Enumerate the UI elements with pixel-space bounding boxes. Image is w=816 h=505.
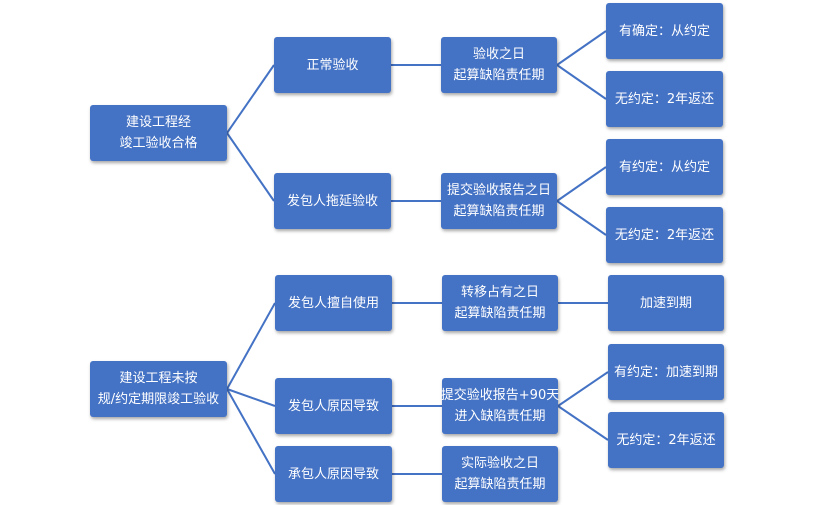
node-line: 无约定：2年返还	[616, 432, 716, 448]
node-contractor-start: 实际验收之日 起算缺陷责任期	[442, 446, 558, 502]
node-line: 发包人原因导致	[287, 398, 379, 414]
node-delayed-agreed: 有约定：从约定	[606, 139, 723, 195]
node-employer-cause: 发包人原因导致	[275, 378, 392, 434]
node-normal-acceptance: 正常验收	[274, 37, 391, 93]
node-employer-agreed: 有约定：加速到期	[608, 344, 724, 400]
node-line: 提交验收报告之日	[446, 183, 551, 198]
node-delayed-acceptance: 发包人拖延验收	[274, 173, 391, 229]
node-use-accelerated: 加速到期	[608, 275, 724, 331]
node-line: 正常验收	[306, 57, 359, 73]
node-line: 建设工程经	[125, 115, 191, 130]
node-line: 承包人原因导致	[287, 466, 379, 482]
node-line: 起算缺陷责任期	[453, 204, 545, 219]
node-line: 发包人擅自使用	[287, 295, 379, 311]
node-line: 无约定：2年返还	[614, 227, 715, 243]
node-line: 规/约定期限竣工验收	[97, 392, 220, 407]
node-line: 起算缺陷责任期	[454, 306, 546, 321]
node-line: 发包人拖延验收	[286, 193, 378, 209]
node-unauthorized-use: 发包人擅自使用	[275, 275, 392, 331]
node-use-start: 转移占有之日 起算缺陷责任期	[442, 275, 558, 331]
node-line: 转移占有之日	[460, 285, 539, 300]
node-line: 进入缺陷责任期	[454, 409, 546, 424]
node-line: 竣工验收合格	[119, 136, 198, 151]
node-not-accepted-on-time: 建设工程未按 规/约定期限竣工验收	[90, 361, 227, 417]
node-delayed-start: 提交验收报告之日 起算缺陷责任期	[441, 173, 557, 229]
node-contractor-cause: 承包人原因导致	[275, 446, 392, 502]
node-delayed-none: 无约定：2年返还	[606, 207, 723, 263]
node-line: 建设工程未按	[119, 371, 198, 386]
node-line: 无约定：2年返还	[614, 91, 715, 107]
node-line: 起算缺陷责任期	[453, 68, 545, 83]
node-line: 实际验收之日	[460, 456, 539, 471]
node-normal-agreed: 有确定：从约定	[606, 3, 723, 59]
node-line: 验收之日	[472, 47, 525, 62]
node-completed-acceptance: 建设工程经 竣工验收合格	[90, 105, 227, 161]
node-line: 加速到期	[639, 295, 692, 311]
node-line: 有确定：从约定	[618, 23, 710, 39]
node-employer-start: 提交验收报告+90天 进入缺陷责任期	[440, 378, 560, 434]
node-employer-none: 无约定：2年返还	[608, 412, 724, 468]
node-line: 起算缺陷责任期	[454, 477, 546, 492]
node-line: 有约定：从约定	[618, 159, 710, 175]
node-line: 有约定：加速到期	[613, 364, 718, 380]
node-line: 提交验收报告+90天	[440, 388, 560, 403]
node-normal-none: 无约定：2年返还	[606, 71, 723, 127]
node-normal-start: 验收之日 起算缺陷责任期	[441, 37, 557, 93]
